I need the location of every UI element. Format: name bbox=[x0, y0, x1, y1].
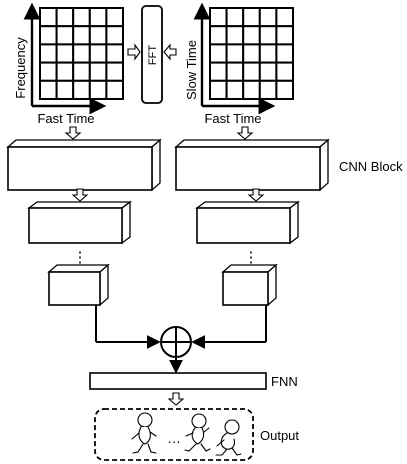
right-y-axis-label: Slow Time bbox=[184, 40, 199, 100]
grid-cell bbox=[55, 7, 75, 28]
fft-block: FFT bbox=[141, 5, 163, 104]
grid-cell bbox=[275, 43, 294, 64]
right-ellipsis: ⋮ bbox=[244, 249, 259, 266]
right-x-axis-label: Fast Time bbox=[204, 111, 261, 126]
grid-cell bbox=[39, 61, 58, 82]
grid-cell bbox=[225, 43, 245, 64]
right-cnn-layer-2 bbox=[195, 200, 300, 245]
right-cnn-layer-3 bbox=[221, 263, 278, 307]
cnn-block-label: CNN Block bbox=[339, 159, 403, 174]
grid-cell bbox=[88, 25, 108, 46]
slowtime-fasttime-grid bbox=[209, 7, 294, 101]
grid-cell bbox=[275, 7, 294, 28]
grid-cell bbox=[258, 7, 278, 28]
grid-cell bbox=[242, 61, 261, 82]
grid-cell bbox=[242, 7, 261, 28]
right-input-down-arrow bbox=[236, 126, 254, 140]
left-cnn-layer-3 bbox=[47, 263, 110, 307]
grid-cell bbox=[242, 25, 261, 46]
output-ellipsis: … bbox=[167, 430, 181, 446]
grid-cell bbox=[88, 7, 108, 28]
grid-cell bbox=[258, 79, 278, 101]
left-cnn-layer-1 bbox=[6, 138, 162, 192]
grid-cell bbox=[225, 25, 245, 46]
fnn-to-output-arrow bbox=[167, 392, 185, 406]
grid-cell bbox=[242, 43, 261, 64]
grid-cell bbox=[105, 61, 125, 82]
circle-plus-icon bbox=[160, 326, 192, 358]
grid-cell bbox=[39, 7, 58, 28]
fnn-box bbox=[89, 372, 267, 390]
grid-cell bbox=[209, 79, 228, 101]
grid-cell bbox=[275, 61, 294, 82]
grid-cell bbox=[88, 79, 108, 101]
grid-cell bbox=[88, 43, 108, 64]
grid-cell bbox=[242, 79, 261, 101]
grid-cell bbox=[105, 25, 125, 46]
output-label: Output bbox=[260, 428, 299, 443]
left-cnn-arrow-1 bbox=[71, 188, 89, 202]
output-box bbox=[94, 408, 254, 461]
grid-cell bbox=[72, 25, 91, 46]
grid-cell bbox=[55, 43, 75, 64]
grid-cell bbox=[105, 7, 125, 28]
grid-cell bbox=[39, 79, 58, 101]
grid-cell bbox=[105, 79, 125, 101]
left-cnn-layer-2 bbox=[27, 200, 132, 245]
left-input-down-arrow bbox=[64, 126, 82, 140]
grid-cell bbox=[275, 79, 294, 101]
grid-cell bbox=[39, 25, 58, 46]
left-cnn-stack: ⋮ bbox=[6, 138, 162, 307]
grid-cell bbox=[39, 43, 58, 64]
grid-cell bbox=[72, 7, 91, 28]
grid-cell bbox=[209, 25, 228, 46]
left-ellipsis: ⋮ bbox=[73, 249, 88, 266]
grid-cell bbox=[209, 7, 228, 28]
fft-to-left-arrow bbox=[127, 43, 141, 61]
fnn-label: FNN bbox=[271, 374, 298, 389]
grid-cell bbox=[209, 61, 228, 82]
grid-cell bbox=[258, 61, 278, 82]
walking-figure-icon bbox=[131, 412, 157, 454]
grid-cell bbox=[225, 79, 245, 101]
frequency-fasttime-grid bbox=[39, 7, 125, 101]
grid-cell bbox=[275, 25, 294, 46]
grid-cell bbox=[225, 7, 245, 28]
grid-cell bbox=[258, 25, 278, 46]
crouching-figure-icon bbox=[215, 419, 242, 456]
right-to-fft-arrow bbox=[163, 43, 177, 61]
left-spectrogram-panel: Frequency Fast Time bbox=[13, 2, 125, 126]
grid-cell bbox=[105, 43, 125, 64]
left-y-axis-label: Frequency bbox=[13, 37, 28, 99]
grid-cell bbox=[55, 79, 75, 101]
grid-cell bbox=[225, 61, 245, 82]
running-figure-icon bbox=[184, 413, 211, 452]
grid-cell bbox=[209, 43, 228, 64]
right-cnn-layer-1 bbox=[174, 138, 330, 192]
right-cnn-stack: ⋮ bbox=[174, 138, 330, 307]
grid-cell bbox=[72, 43, 91, 64]
grid-cell bbox=[258, 43, 278, 64]
grid-cell bbox=[55, 25, 75, 46]
right-cnn-arrow-1 bbox=[247, 188, 265, 202]
right-spectrogram-panel: Slow Time Fast Time bbox=[184, 2, 294, 126]
grid-cell bbox=[88, 61, 108, 82]
grid-cell bbox=[72, 61, 91, 82]
fft-box bbox=[141, 5, 163, 104]
left-x-axis-label: Fast Time bbox=[37, 111, 94, 126]
grid-cell bbox=[55, 61, 75, 82]
grid-cell bbox=[72, 79, 91, 101]
fft-label: FFT bbox=[147, 45, 159, 65]
